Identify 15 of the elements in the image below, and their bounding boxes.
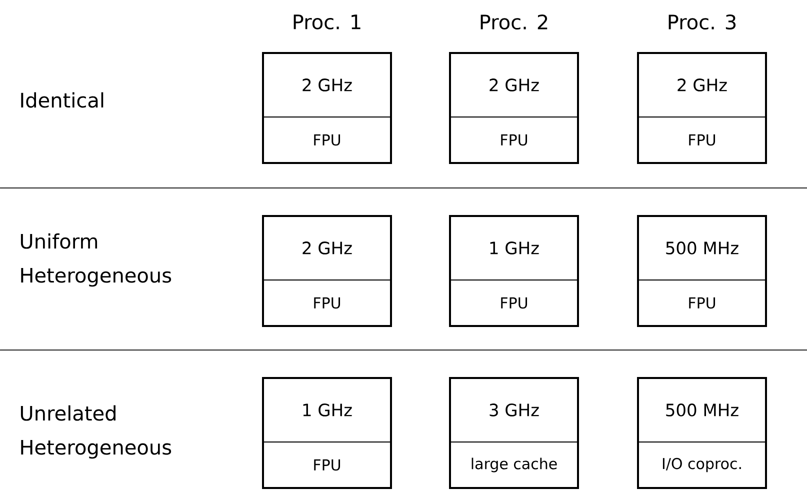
column-header: Proc. 3 xyxy=(668,14,736,30)
processor-box: 2 GHz FPU xyxy=(637,52,767,164)
row-label: Uniform Heterogeneous xyxy=(20,233,172,287)
processor-box: 1 GHz FPU xyxy=(262,377,392,489)
column-header: Proc. 2 xyxy=(480,14,548,30)
column-header: Proc. 1 xyxy=(294,14,360,30)
processor-box: 1 GHz FPU xyxy=(449,215,579,327)
processor-box: 3 GHz large cache xyxy=(449,377,579,489)
row-label: Identical xyxy=(21,92,104,108)
processor-box: 2 GHz FPU xyxy=(262,52,392,164)
row-label: Unrelated Heterogeneous xyxy=(20,405,172,459)
processor-box: 2 GHz FPU xyxy=(449,52,579,164)
processor-box: 500 MHz I/O coproc. xyxy=(637,377,767,489)
processor-box: 2 GHz FPU xyxy=(262,215,392,327)
processor-box: 500 MHz FPU xyxy=(637,215,767,327)
